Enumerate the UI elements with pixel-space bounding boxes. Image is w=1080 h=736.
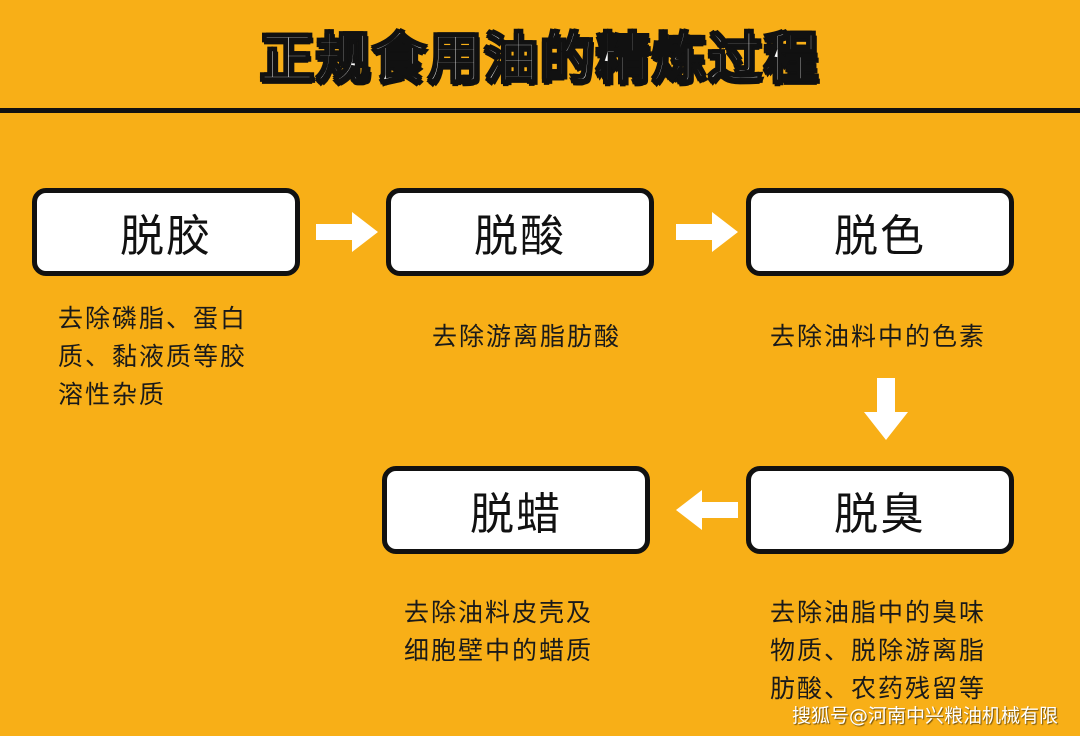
page-title: 正规食用油的精炼过程	[259, 26, 820, 91]
arrow-right-icon	[676, 212, 738, 252]
arrow-down-icon	[864, 378, 908, 440]
step-box-degumming: 脱胶	[32, 188, 300, 276]
step-label-dewaxing: 脱蜡	[470, 489, 562, 540]
header-band: 正规食用油的精炼过程	[0, 0, 1080, 108]
arrow-left-icon	[676, 490, 738, 530]
arrow-right-icon	[316, 212, 378, 252]
step-description-degumming: 去除磷脂、蛋白 质、黏液质等胶 溶性杂质	[58, 304, 248, 409]
title-divider	[0, 108, 1080, 113]
step-box-deodorization: 脱臭	[746, 466, 1014, 554]
step-description-dewaxing: 去除油料皮壳及 细胞壁中的蜡质	[404, 598, 594, 665]
step-description-deodorization: 去除油脂中的臭味 物质、脱除游离脂 肪酸、农药残留等	[770, 598, 987, 703]
step-box-dewaxing: 脱蜡	[382, 466, 650, 554]
step-label-degumming: 脱胶	[120, 211, 212, 262]
step-label-deodorization: 脱臭	[834, 489, 926, 540]
step-label-deacidification: 脱酸	[474, 211, 566, 262]
watermark: 搜狐号@河南中兴粮油机械有限	[791, 705, 1058, 727]
step-box-decolorization: 脱色	[746, 188, 1014, 276]
step-label-decolorization: 脱色	[834, 211, 926, 262]
step-box-deacidification: 脱酸	[386, 188, 654, 276]
step-description-decolorization: 去除油料中的色素	[770, 322, 987, 351]
step-description-deacidification: 去除游离脂肪酸	[432, 322, 622, 351]
